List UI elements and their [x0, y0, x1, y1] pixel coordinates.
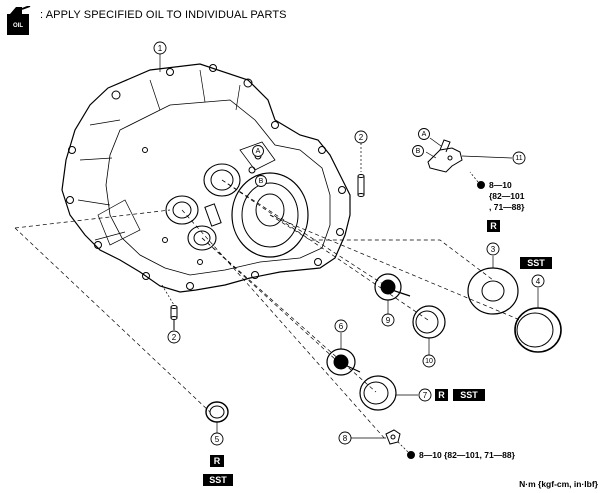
part-8-drawing: [350, 429, 415, 459]
badge-sst-part-4: SST: [520, 257, 552, 269]
callout-2-upper: 2: [359, 133, 364, 142]
part-5-drawing: [205, 401, 229, 433]
ref-mark-b-case: B: [259, 178, 264, 185]
part-9-drawing: [374, 273, 411, 314]
torque-spec-8: 8—10 {82—101, 71—88}: [419, 450, 515, 460]
ref-mark-a-case: A: [256, 148, 261, 155]
part-10-drawing: [412, 305, 446, 355]
oil-can-icon: OIL: [6, 5, 32, 36]
callout-11: 11: [515, 155, 522, 162]
badge-replace-part-3: R: [487, 220, 500, 232]
ref-mark-b-bracket: B: [416, 148, 421, 155]
callout-10: 10: [425, 358, 433, 365]
torque-spec-11-line2: {82—101: [489, 191, 525, 201]
callout-3: 3: [491, 245, 496, 254]
badge-replace-part-7: R: [435, 389, 448, 401]
callout-7: 7: [423, 391, 428, 400]
callout-5: 5: [215, 435, 220, 444]
primary-shaft-bore: [165, 195, 199, 225]
callout-4: 4: [536, 277, 541, 286]
legend-text: : APPLY SPECIFIED OIL TO INDIVIDUAL PART…: [40, 9, 287, 21]
transaxle-case-outline: [61, 63, 351, 293]
callout-2-lower: 2: [172, 333, 177, 342]
badge-replace-part-5: R: [210, 455, 224, 467]
legend-header: OIL : APPLY SPECIFIED OIL TO INDIVIDUAL …: [6, 5, 287, 36]
badge-sst-part-7: SST: [453, 389, 485, 401]
callout-6: 6: [339, 322, 344, 331]
part-4-drawing: [514, 288, 562, 353]
part-6-drawing: [326, 333, 361, 376]
part-11-drawing: [425, 137, 513, 189]
badge-sst-part-5: SST: [203, 474, 233, 486]
input-shaft-bore: [203, 163, 241, 197]
callout-9: 9: [386, 316, 391, 325]
torque-units-note: N·m {kgf-cm, in·lbf}: [519, 479, 598, 489]
ref-mark-a-bracket: A: [422, 131, 427, 138]
callout-8: 8: [343, 434, 348, 443]
torque-spec-11-line3: , 71—88}: [489, 202, 525, 212]
part-2-upper-drawing: [357, 143, 365, 197]
torque-spec-11-line1: 8—10: [489, 180, 512, 190]
part-2-lower-drawing: [161, 284, 178, 330]
secondary-shaft-bore: [187, 225, 217, 251]
part-7-drawing: [359, 375, 418, 411]
differential-bore: [231, 172, 309, 258]
callout-1: 1: [158, 44, 163, 53]
part-3-drawing: [467, 256, 519, 315]
oil-icon-label: OIL: [13, 23, 23, 29]
